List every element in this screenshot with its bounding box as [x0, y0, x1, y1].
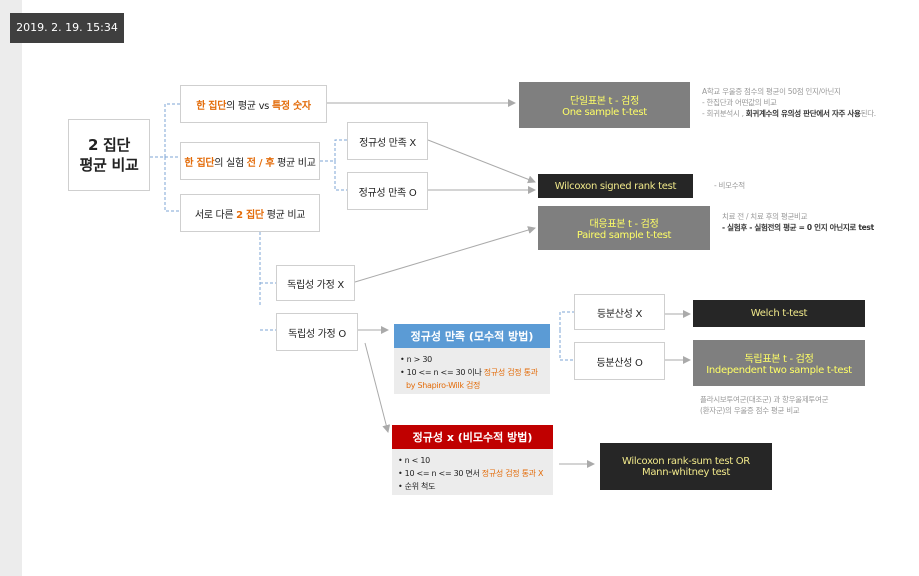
one-sample-l1: 단일표본 t - 검정 [570, 96, 639, 107]
independence-o-box: 독립성 가정 O [276, 313, 358, 351]
experiment-text: 의 실험 [214, 157, 247, 169]
diagram-canvas: 2 집단 평균 비교 한 집단의 평균 vs 특정 숫자 한 집단의 실험 전 … [22, 0, 919, 576]
parametric-header: 정규성 만족 (모수적 방법) [394, 324, 550, 348]
parametric-item-2-line2: by Shapiro-Wilk 검정 [406, 381, 481, 390]
independent-note-l1: 플라시보투여군(대조군) 과 항우울제투여군 [700, 395, 829, 404]
independent-note-l2: (환자군)의 우울증 점수 평균 비교 [700, 406, 800, 415]
paired-note: 치료 전 / 치료 후의 평균비교 - 실험후 - 실험전의 평균 = 0 인지… [722, 211, 874, 233]
one-sample-note-l1: A학교 우울증 점수의 평균이 50점 인지/아닌지 [702, 87, 841, 96]
parametric-item-2: • 10 <= n <= 30 이나 정규성 검정 통과 [400, 368, 538, 377]
independent-t-test-box: 독립표본 t - 검정 Independent two sample t-tes… [693, 340, 865, 386]
normality-o-box: 정규성 만족 O [347, 172, 428, 210]
nonparametric-header: 정규성 x (비모수적 방법) [392, 425, 553, 449]
independence-x-box: 독립성 가정 X [276, 265, 355, 301]
one-group-hl-2: 한 집단 [184, 157, 215, 169]
variance-o-box: 등분산성 O [574, 342, 665, 380]
nonparametric-panel: • n < 10 • 10 <= n <= 30 면서 정규성 검정 통과 X … [392, 449, 553, 495]
paired-l1: 대응표본 t - 검정 [589, 219, 659, 230]
parametric-panel: • n > 30 • 10 <= n <= 30 이나 정규성 검정 통과 by… [394, 348, 550, 394]
one-group-hl: 한 집단 [196, 100, 227, 112]
rank-sum-test-box: Wilcoxon rank-sum test OR Mann-whitney t… [600, 443, 772, 490]
rank-sum-l2: Mann-whitney test [642, 466, 730, 478]
paired-t-test-box: 대응표본 t - 검정 Paired sample t-test [538, 206, 710, 250]
connector-lines [150, 99, 691, 468]
mean-compare-text: 평균 비교 [274, 157, 316, 169]
specific-number-hl: 특정 숫자 [271, 100, 311, 112]
two-different-groups: 서로 다른 2 집단 평균 비교 [180, 194, 320, 232]
different-text: 서로 다른 [194, 209, 237, 221]
paired-note-l2: - 실험후 - 실험전의 평균 = 0 인지 아닌지로 test [722, 223, 874, 232]
nonparametric-item-2: • 10 <= n <= 30 면서 정규성 검정 통과 X [398, 469, 544, 478]
timestamp-badge: 2019. 2. 19. 15:34 [10, 13, 124, 43]
root-line1: 2 집단 [87, 136, 131, 154]
one-sample-note-l3-bold: 회귀계수의 유의성 판단에서 자주 사용 [745, 109, 861, 118]
one-sample-note-l3-pre: - 회귀분석시 , [702, 109, 746, 118]
wilcoxon-note: - 비모수적 [714, 181, 745, 190]
one-sample-note-l3-post: 된다. [860, 109, 877, 118]
rank-sum-l1: Wilcoxon rank-sum test OR [622, 455, 750, 467]
parametric-item-1: • n > 30 [400, 355, 432, 364]
two-groups-hl: 2 집단 [236, 209, 264, 221]
normality-x-box: 정규성 만족 X [347, 122, 428, 160]
one-sample-note: A학교 우울증 점수의 평균이 50점 인지/아닌지 - 한집단과 어떤값의 비… [702, 86, 876, 119]
before-after-hl: 전 / 후 [246, 157, 275, 169]
one-group-text: 의 평균 vs [226, 100, 272, 112]
root-line2: 평균 비교 [79, 156, 139, 174]
one-group-vs-number: 한 집단의 평균 vs 특정 숫자 [180, 85, 327, 123]
one-sample-t-test-box: 단일표본 t - 검정 One sample t-test [519, 82, 690, 128]
nonparametric-item-3: • 순위 척도 [398, 482, 436, 491]
root-box: 2 집단 평균 비교 [68, 119, 150, 191]
left-gutter [0, 0, 23, 576]
one-group-before-after: 한 집단의 실험 전 / 후 평균 비교 [180, 142, 320, 180]
one-sample-l2: One sample t-test [562, 107, 647, 118]
one-sample-note-l2: - 한집단과 어떤값의 비교 [702, 98, 777, 107]
paired-l2: Paired sample t-test [576, 230, 672, 241]
independent-l1: 독립표본 t - 검정 [744, 354, 814, 365]
nonparametric-item-1: • n < 10 [398, 456, 430, 465]
welch-t-test-box: Welch t-test [693, 300, 865, 327]
wilcoxon-signed-rank-box: Wilcoxon signed rank test [538, 174, 693, 198]
paired-note-l1: 치료 전 / 치료 후의 평균비교 [722, 212, 808, 221]
independent-l2: Independent two sample t-test [706, 365, 852, 376]
variance-x-box: 등분산성 X [574, 294, 665, 330]
independent-note: 플라시보투여군(대조군) 과 항우울제투여군 (환자군)의 우울증 점수 평균 … [700, 394, 829, 416]
mean-compare-text-2: 평균 비교 [263, 209, 306, 221]
